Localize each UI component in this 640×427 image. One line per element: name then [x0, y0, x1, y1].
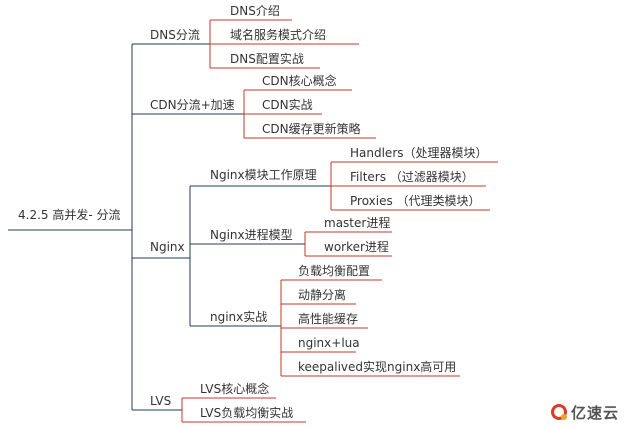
- node-cdn: CDN分流+加速: [150, 98, 235, 112]
- node-nginx-practice: nginx实战: [210, 310, 268, 324]
- watermark-logo: 亿速云: [551, 400, 619, 424]
- leaf-static-dynamic: 动静分离: [298, 288, 347, 302]
- leaf-master: master进程: [324, 216, 391, 230]
- leaf-cdn-concepts: CDN核心概念: [262, 74, 337, 88]
- leaf-worker: worker进程: [324, 240, 389, 254]
- leaf-keepalived: keepalived实现nginx高可用: [298, 360, 457, 374]
- watermark-brand: 亿速云: [571, 403, 620, 422]
- leaf-nginx-lua: nginx+lua: [298, 336, 360, 350]
- leaf-filters: Filters （过滤器模块）: [350, 170, 474, 184]
- node-nginx-module: Nginx模块工作原理: [210, 168, 317, 182]
- node-nginx: Nginx: [150, 240, 185, 254]
- leaf-cdn-cache: CDN缓存更新策略: [262, 122, 361, 136]
- node-lvs: LVS: [150, 394, 172, 408]
- yisu-cloud-logo-icon: [551, 404, 567, 420]
- leaf-dns-modes: 域名服务模式介绍: [230, 28, 327, 42]
- leaf-cdn-practice: CDN实战: [262, 98, 313, 112]
- leaf-dns-intro: DNS介绍: [230, 4, 280, 18]
- leaf-lvs-concepts: LVS核心概念: [200, 382, 270, 396]
- leaf-cache: 高性能缓存: [298, 312, 359, 326]
- leaf-dns-config: DNS配置实战: [230, 52, 304, 66]
- leaf-lvs-practice: LVS负载均衡实战: [200, 406, 294, 420]
- node-nginx-process: Nginx进程模型: [210, 228, 293, 242]
- root-node: 4.2.5 高并发- 分流: [18, 208, 121, 222]
- leaf-load-balance: 负载均衡配置: [298, 264, 371, 278]
- node-dns: DNS分流: [150, 28, 200, 42]
- leaf-proxies: Proxies （代理类模块）: [350, 194, 481, 208]
- leaf-handlers: Handlers（处理器模块）: [350, 146, 488, 160]
